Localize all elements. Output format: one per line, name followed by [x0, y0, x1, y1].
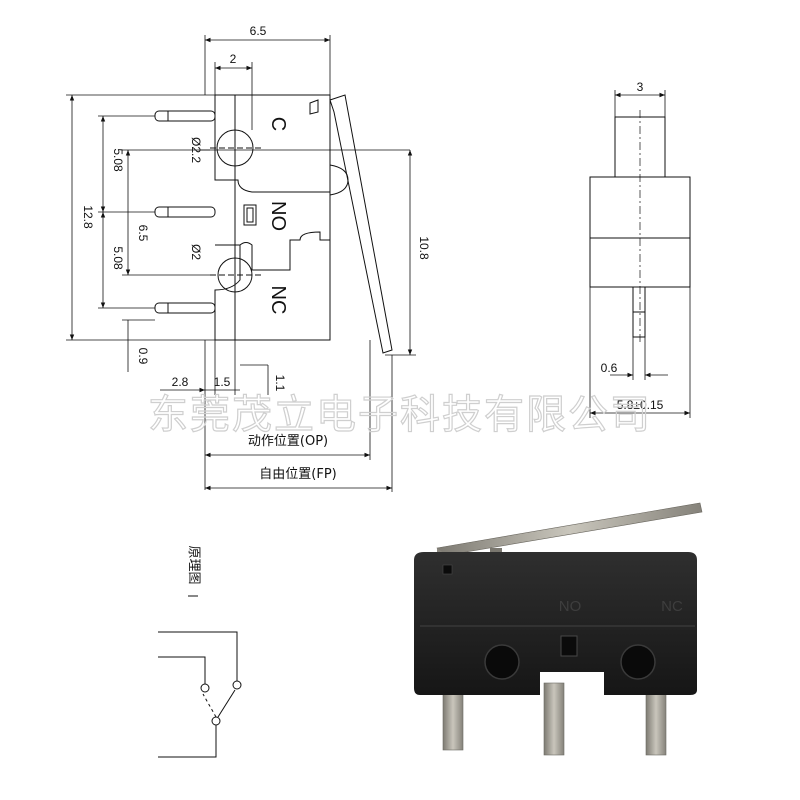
front-view-dim-labels: 6.5 2 12.8 5.08 5.08 6.5 Ø2.2 Ø2 10.8 0.…	[81, 24, 431, 482]
dim-op-height: 10.8	[417, 236, 431, 260]
company-watermark: 东莞茂立电子科技有限公司	[148, 392, 652, 438]
side-view-drawing	[589, 110, 691, 345]
product-photo: NO NC	[414, 502, 703, 756]
switch-body-outline	[214, 94, 331, 341]
dim-lead-pitch-top: 2	[230, 52, 237, 66]
dim-width-top: 6.5	[250, 24, 267, 38]
dim-side-pin-width: 0.6	[601, 361, 618, 375]
dim-hole-offset: 6.5	[136, 225, 150, 242]
dim-offset-small: 1.1	[273, 375, 287, 392]
dim-pitch-upper: 5.08	[111, 148, 125, 172]
dim-hole-dia-lower: Ø2	[189, 244, 203, 260]
front-view-dimensions	[66, 35, 416, 492]
mounting-hole-upper	[216, 129, 254, 167]
terminal-label-nc: NC	[267, 286, 289, 315]
photo-indicator-window	[560, 635, 578, 657]
schematic-title: 原理图	[186, 545, 201, 584]
photo-switch-body	[414, 552, 697, 695]
lead-pins	[154, 110, 216, 314]
dim-lead-bottom: 0.9	[136, 348, 150, 365]
fp-position-label: 自由位置(FP)	[259, 467, 336, 482]
photo-pin-no	[543, 682, 565, 756]
dim-pitch-lower: 5.08	[111, 246, 125, 270]
dim-hole-dia-upper: Ø2.2	[189, 137, 203, 163]
dim-offset-left: 2.8	[172, 375, 189, 389]
photo-label-no: NO	[559, 598, 582, 615]
dim-side-body-width: 5.8±0.15	[617, 398, 664, 412]
dim-side-top-width: 3	[637, 80, 644, 94]
terminal-label-c: C	[267, 117, 289, 131]
photo-label-nc: NC	[661, 598, 683, 615]
dim-offset-mid: 1.5	[214, 375, 231, 389]
terminal-label-no: NO	[267, 201, 289, 231]
photo-hole-left	[484, 644, 520, 680]
dim-height-total: 12.8	[81, 205, 95, 229]
actuator-lever	[329, 94, 393, 354]
front-view-drawing	[154, 94, 410, 354]
schematic-diagram	[158, 631, 242, 758]
op-position-label: 动作位置(OP)	[248, 434, 328, 449]
side-view-dimensions	[589, 90, 691, 418]
indicator-window	[243, 204, 257, 226]
photo-hole-right	[620, 644, 656, 680]
